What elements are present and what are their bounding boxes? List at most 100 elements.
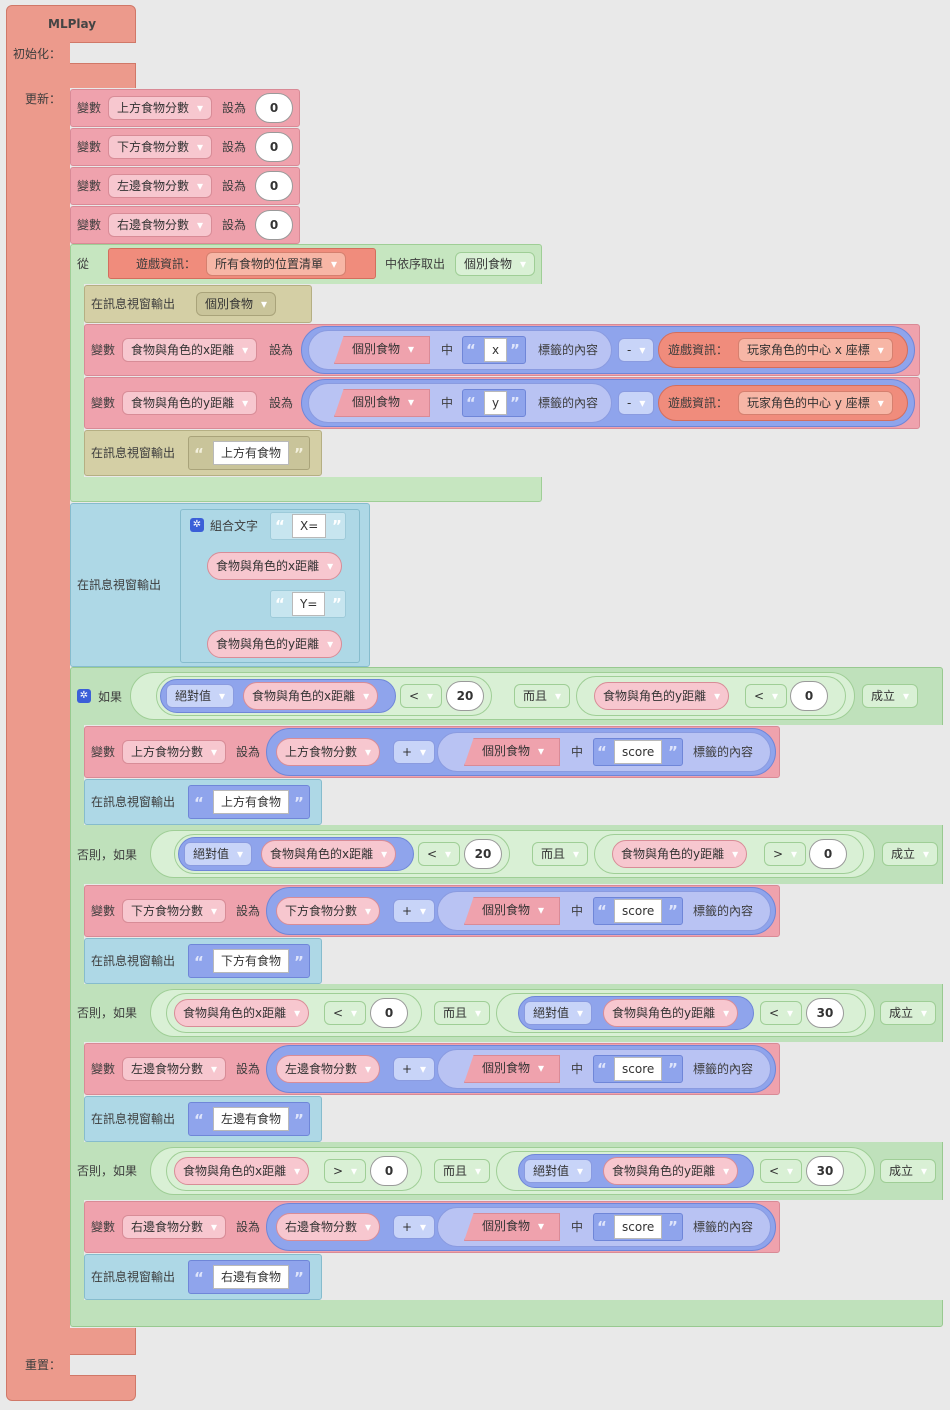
true-dropdown[interactable]: 成立	[882, 842, 939, 866]
number-field[interactable]: 0	[370, 1156, 408, 1186]
compare-operator-dropdown[interactable]: <	[324, 1001, 367, 1025]
number-field[interactable]: 0	[255, 132, 293, 162]
and-operator-dropdown[interactable]: 而且	[434, 1159, 491, 1183]
number-field[interactable]: 0	[790, 681, 828, 711]
compare-operator-dropdown[interactable]: <	[760, 1001, 803, 1025]
open-quote-icon: “	[275, 595, 285, 613]
player-center-x-dropdown[interactable]: 玩家角色的中心 x 座標	[738, 338, 893, 362]
var-dy-getter[interactable]: 食物與角色的y距離	[207, 630, 343, 658]
plus-operator-dropdown[interactable]: +	[393, 899, 436, 923]
and-operator-dropdown[interactable]: 而且	[532, 842, 589, 866]
number-field[interactable]: 0	[370, 998, 408, 1028]
close-quote-icon: ”	[332, 595, 342, 613]
compare-operator-dropdown[interactable]: <	[418, 842, 461, 866]
open-quote-icon: “	[597, 743, 607, 761]
var-up-score-getter[interactable]: 上方食物分數	[276, 738, 381, 766]
each-food-dropdown[interactable]: 個別食物	[474, 740, 552, 764]
var-dropdown-right-score[interactable]: 右邊食物分數	[108, 213, 213, 237]
compare-operator-dropdown[interactable]: <	[400, 684, 443, 708]
open-quote-icon: “	[597, 902, 607, 920]
set-to-keyword: 設為	[269, 343, 294, 357]
var-dx-getter[interactable]: 食物與角色的x距離	[207, 552, 343, 580]
and-operator-dropdown[interactable]: 而且	[514, 684, 571, 708]
message-field[interactable]: 右邊有食物	[213, 1265, 290, 1289]
number-field[interactable]: 30	[806, 1156, 844, 1186]
each-food-dropdown[interactable]: 個別食物	[474, 1057, 552, 1081]
set-to-keyword: 設為	[222, 218, 247, 232]
var-dx-getter[interactable]: 食物與角色的x距離	[261, 840, 397, 868]
key-score-field[interactable]: score	[614, 740, 663, 764]
plus-operator-dropdown[interactable]: +	[393, 1057, 436, 1081]
var-dy-getter[interactable]: 食物與角色的y距離	[603, 1157, 739, 1185]
true-dropdown[interactable]: 成立	[880, 1001, 937, 1025]
key-x-field[interactable]: x	[484, 338, 508, 362]
compare-operator-dropdown[interactable]: <	[760, 1159, 803, 1183]
abs-dropdown[interactable]: 絕對值	[166, 684, 235, 708]
each-food-dropdown[interactable]: 個別食物	[344, 391, 422, 415]
var-dy-getter[interactable]: 食物與角色的y距離	[603, 999, 739, 1027]
compare-operator-dropdown[interactable]: <	[745, 684, 788, 708]
text-x-field[interactable]: X=	[292, 514, 327, 538]
each-food-dropdown[interactable]: 個別食物	[474, 1215, 552, 1239]
message-field[interactable]: 上方有食物	[213, 441, 290, 465]
number-field[interactable]: 0	[255, 93, 293, 123]
key-score-field[interactable]: score	[614, 1057, 663, 1081]
number-field[interactable]: 20	[446, 681, 484, 711]
key-y-field[interactable]: y	[484, 391, 508, 415]
compare-operator-dropdown[interactable]: >	[764, 842, 807, 866]
loop-var-dropdown[interactable]: 個別食物	[455, 252, 536, 276]
gear-icon[interactable]: ✲	[77, 689, 91, 703]
abs-dropdown[interactable]: 絕對值	[524, 1159, 593, 1183]
var-left-score-getter[interactable]: 左邊食物分數	[276, 1055, 381, 1083]
player-center-y-dropdown[interactable]: 玩家角色的中心 y 座標	[738, 391, 893, 415]
plus-operator-dropdown[interactable]: +	[393, 1215, 436, 1239]
text-y-field[interactable]: Y=	[292, 592, 326, 616]
var-dropdown-dy[interactable]: 食物與角色的y距離	[122, 391, 258, 415]
number-field[interactable]: 20	[464, 839, 502, 869]
var-dropdown-left-score[interactable]: 左邊食物分數	[108, 174, 213, 198]
var-dropdown-down-score[interactable]: 下方食物分數	[108, 135, 213, 159]
food-positions-dropdown[interactable]: 所有食物的位置清單	[206, 252, 347, 276]
abs-dropdown[interactable]: 絕對值	[524, 1001, 593, 1025]
true-dropdown[interactable]: 成立	[862, 684, 919, 708]
number-field[interactable]: 0	[255, 171, 293, 201]
print-var-dropdown[interactable]: 個別食物	[196, 292, 277, 316]
var-dy-getter[interactable]: 食物與角色的y距離	[594, 682, 730, 710]
var-dropdown-dx[interactable]: 食物與角色的x距離	[122, 338, 258, 362]
each-food-dropdown[interactable]: 個別食物	[474, 899, 552, 923]
message-field[interactable]: 左邊有食物	[213, 1107, 290, 1131]
minus-operator-dropdown[interactable]: -	[618, 338, 655, 362]
var-dropdown-up-score[interactable]: 上方食物分數	[108, 96, 213, 120]
number-field[interactable]: 0	[255, 210, 293, 240]
var-right-score-getter[interactable]: 右邊食物分數	[276, 1213, 381, 1241]
number-field[interactable]: 0	[809, 839, 847, 869]
var-dropdown-down-score[interactable]: 下方食物分數	[122, 899, 227, 923]
var-dropdown-left-score[interactable]: 左邊食物分數	[122, 1057, 227, 1081]
var-down-score-getter[interactable]: 下方食物分數	[276, 897, 381, 925]
var-dx-getter[interactable]: 食物與角色的x距離	[243, 682, 379, 710]
in-keyword: 中	[441, 343, 454, 357]
compare-operator-dropdown[interactable]: >	[324, 1159, 367, 1183]
plus-operator-dropdown[interactable]: +	[393, 740, 436, 764]
message-field[interactable]: 上方有食物	[213, 790, 290, 814]
key-score-field[interactable]: score	[614, 899, 663, 923]
var-dx-getter[interactable]: 食物與角色的x距離	[174, 999, 310, 1027]
var-dropdown-up-score[interactable]: 上方食物分數	[122, 740, 227, 764]
close-quote-icon: ”	[668, 1218, 678, 1236]
true-dropdown[interactable]: 成立	[880, 1159, 937, 1183]
key-score-field[interactable]: score	[614, 1215, 663, 1239]
and-operator-dropdown[interactable]: 而且	[434, 1001, 491, 1025]
abs-dropdown[interactable]: 絕對值	[184, 842, 253, 866]
in-keyword: 中	[571, 1062, 584, 1076]
message-field[interactable]: 下方有食物	[213, 949, 290, 973]
var-dropdown-right-score[interactable]: 右邊食物分數	[122, 1215, 227, 1239]
gear-icon[interactable]: ✲	[190, 518, 204, 532]
number-field[interactable]: 30	[806, 998, 844, 1028]
var-dx-getter[interactable]: 食物與角色的x距離	[174, 1157, 310, 1185]
minus-operator-dropdown[interactable]: -	[618, 391, 655, 415]
each-food-dropdown[interactable]: 個別食物	[344, 338, 422, 362]
var-keyword: 變數	[91, 1062, 116, 1076]
var-dy-getter[interactable]: 食物與角色的y距離	[612, 840, 748, 868]
set-to-keyword: 設為	[236, 1062, 261, 1076]
